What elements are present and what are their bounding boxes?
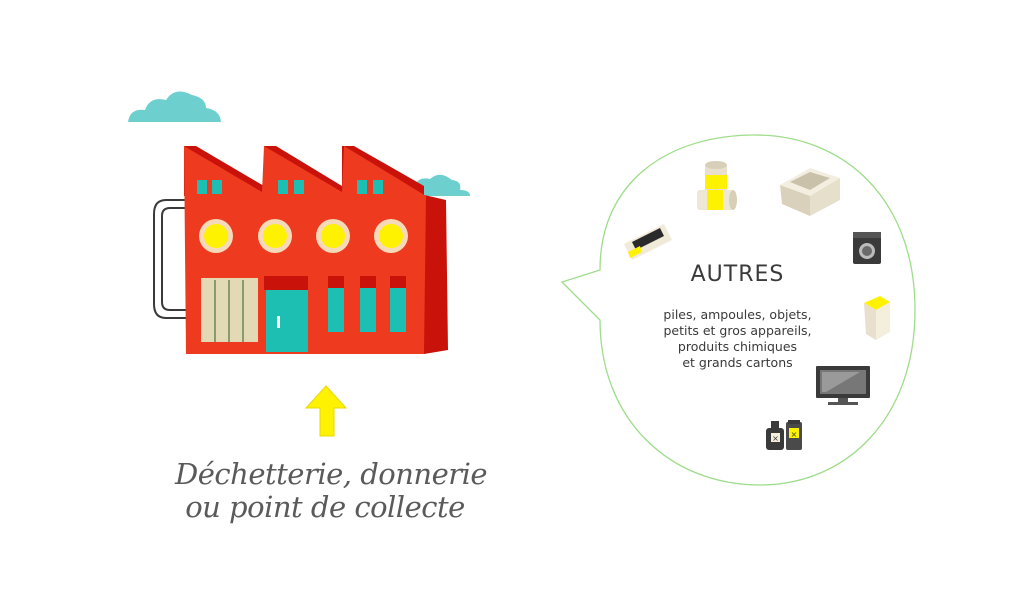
bubble-description: piles, ampoules, objets, petits et gros … — [640, 307, 835, 371]
cloud-icon — [128, 91, 221, 122]
bubble-line: petits et gros appareils, — [663, 323, 812, 338]
caption-line: ou point de collecte — [185, 490, 465, 524]
svg-text:×: × — [772, 434, 779, 443]
washing-machine-icon — [853, 232, 881, 264]
location-caption: Déchetterie, donnerie ou point de collec… — [175, 457, 488, 524]
cardboard-box-icon — [780, 168, 840, 216]
factory-icon — [153, 146, 448, 354]
bubble-line: piles, ampoules, objets, — [663, 307, 812, 322]
battery-icon — [697, 161, 737, 210]
lightbulb-box-icon — [864, 296, 890, 340]
bubble-title: AUTRES — [690, 262, 785, 287]
bubble-line: produits chimiques — [677, 339, 798, 354]
chemical-bottles-icon: × × — [766, 420, 802, 450]
up-arrow-icon — [304, 385, 348, 437]
bubble-line: et grands cartons — [682, 355, 793, 370]
caption-line: Déchetterie, donnerie — [175, 457, 488, 491]
cartridge-icon — [624, 224, 672, 260]
television-icon — [816, 366, 870, 405]
svg-text:×: × — [791, 430, 798, 439]
